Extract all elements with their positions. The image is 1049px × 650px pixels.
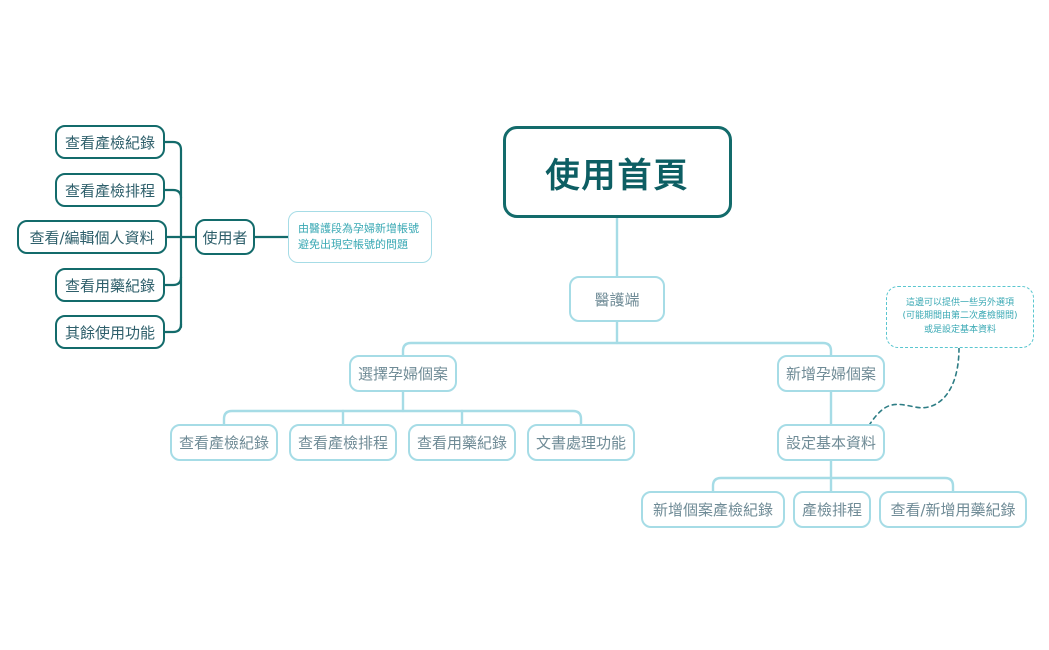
note-user-account-line-2: 避免出現空帳號的問題: [298, 238, 408, 251]
node-add-case[interactable]: 新增孕婦個案: [777, 355, 885, 392]
node-select-leaf-2-label: 查看產檢排程: [297, 434, 388, 452]
node-user-leaf-1-label: 查看產檢紀錄: [64, 133, 155, 152]
node-clinical-root[interactable]: 醫護端: [569, 276, 665, 322]
node-setup-basic-info-label: 設定基本資料: [785, 434, 876, 452]
node-user-leaf-5-label: 其餘使用功能: [64, 323, 155, 342]
node-setup-leaf-2-label: 產檢排程: [801, 501, 862, 519]
node-select-leaf-2[interactable]: 查看產檢排程: [289, 424, 397, 461]
node-user-leaf-2[interactable]: 查看產檢排程: [55, 173, 165, 207]
node-select-leaf-4-label: 文書處理功能: [535, 434, 626, 452]
node-select-leaf-1[interactable]: 查看產檢紀錄: [170, 424, 278, 461]
node-select-case[interactable]: 選擇孕婦個案: [349, 355, 457, 392]
node-user-leaf-3-label: 查看/編輯個人資料: [29, 228, 155, 247]
node-setup-leaf-1[interactable]: 新增個案產檢紀錄: [641, 491, 785, 528]
node-setup-leaf-3[interactable]: 查看/新增用藥紀錄: [879, 491, 1027, 528]
node-select-leaf-4[interactable]: 文書處理功能: [527, 424, 635, 461]
node-user-leaf-5[interactable]: 其餘使用功能: [55, 315, 165, 349]
edge-select-bus: [222, 409, 583, 426]
node-user-leaf-4-label: 查看用藥紀錄: [64, 276, 155, 295]
node-user-leaf-4[interactable]: 查看用藥紀錄: [55, 268, 165, 302]
note-extra-options-line-2: (可能期間由第二次產檢開問): [902, 311, 1018, 322]
node-home-root-label: 使用首頁: [545, 155, 690, 196]
note-extra-options-line-1: 這邊可以提供一些另外選項: [905, 298, 1014, 309]
note-user-account: 由醫護段為孕婦新增帳號 避免出現空帳號的問題: [288, 211, 432, 263]
node-user-leaf-2-label: 查看產檢排程: [64, 181, 155, 200]
node-select-leaf-1-label: 查看產檢紀錄: [178, 434, 269, 452]
node-setup-leaf-2[interactable]: 產檢排程: [793, 491, 871, 528]
node-setup-leaf-3-label: 查看/新增用藥紀錄: [890, 501, 1016, 519]
node-user-leaf-3[interactable]: 查看/編輯個人資料: [17, 220, 167, 254]
node-clinical-root-label: 醫護端: [594, 290, 640, 309]
node-setup-leaf-1-label: 新增個案產檢紀錄: [652, 501, 773, 519]
edge-user-leaf-4: [163, 275, 183, 287]
edge-user-leaf-1: [163, 140, 183, 152]
note-extra-options: 這邊可以提供一些另外選項 (可能期間由第二次產檢開問) 或是設定基本資料: [886, 286, 1034, 348]
node-user-root-label: 使用者: [202, 228, 248, 247]
node-select-case-label: 選擇孕婦個案: [357, 365, 448, 383]
edge-clinical-split: [401, 341, 833, 357]
node-home-root[interactable]: 使用首頁: [503, 126, 732, 218]
edge-user-leaf-5: [163, 322, 183, 334]
node-select-leaf-3-label: 查看用藥紀錄: [416, 434, 507, 452]
note-user-account-line-1: 由醫護段為孕婦新增帳號: [298, 222, 419, 236]
node-select-leaf-3[interactable]: 查看用藥紀錄: [408, 424, 516, 461]
edge-user-leaf-2: [163, 188, 183, 200]
note-extra-options-line-3: 或是設定基本資料: [923, 324, 996, 335]
node-setup-basic-info[interactable]: 設定基本資料: [777, 424, 885, 461]
node-user-root[interactable]: 使用者: [195, 219, 255, 255]
edge-setup-bus: [711, 476, 955, 493]
node-add-case-label: 新增孕婦個案: [785, 365, 876, 383]
node-user-leaf-1[interactable]: 查看產檢紀錄: [55, 125, 165, 159]
